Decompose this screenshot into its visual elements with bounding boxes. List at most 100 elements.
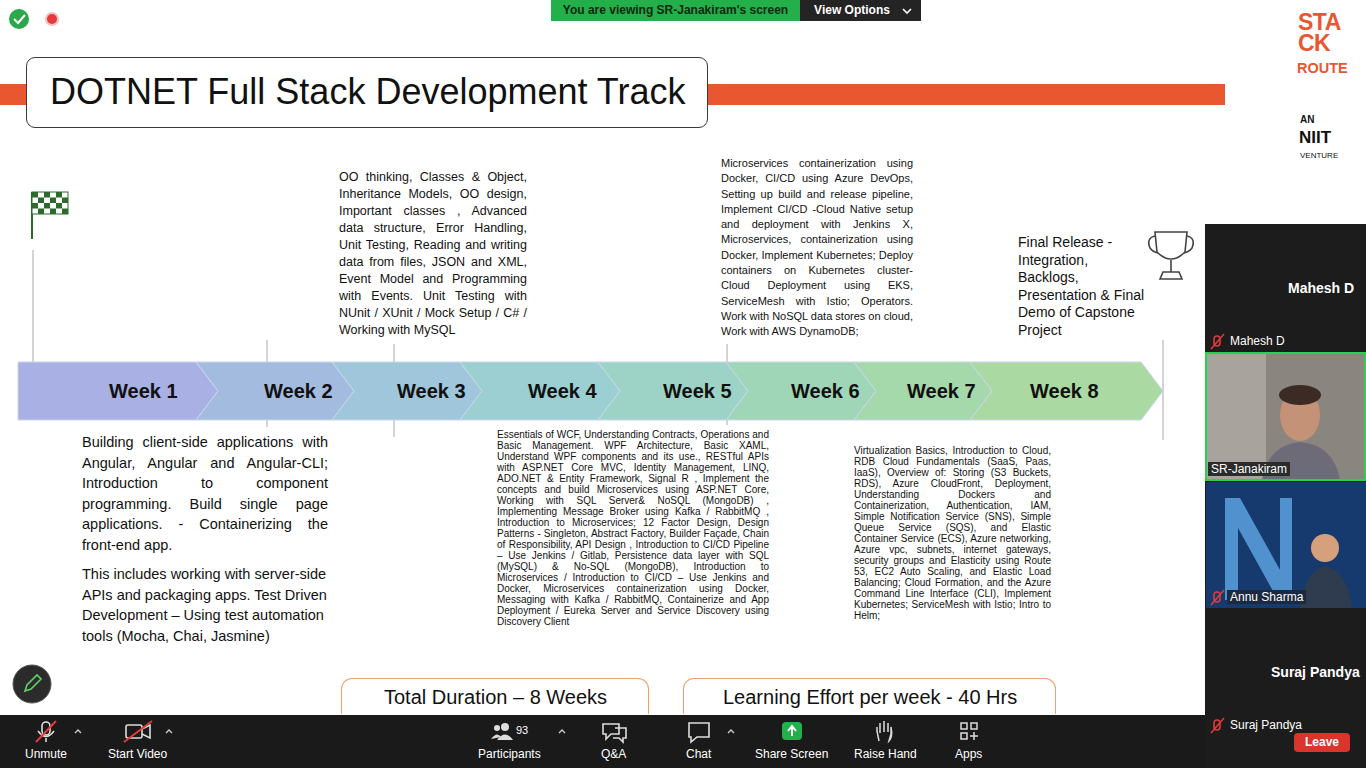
- leader-lines: [33, 250, 34, 362]
- week-chevron: Week 8: [970, 362, 1163, 420]
- participant-name: Mahesh D: [1288, 280, 1354, 296]
- leave-button: [1294, 733, 1350, 752]
- start-flag: [38, 209, 44, 215]
- mic-icon: [36, 721, 56, 742]
- window-icons: [9, 9, 58, 29]
- window-icons: [9, 9, 29, 29]
- title-box: DOTNET Full Stack Development Track: [26, 57, 708, 128]
- participant-tag: Suraj Pandya: [1227, 718, 1305, 732]
- week-topics: Essentials of WCF, Understanding Contrac…: [497, 429, 769, 627]
- toolbar: [166, 730, 172, 733]
- summary-box: Learning Effort per week - 40 Hrs: [683, 678, 1056, 714]
- toolbar-label: Unmute: [25, 747, 67, 761]
- week-label: Week 2: [264, 380, 333, 403]
- week-topics: Virtualization Basics, Introduction to C…: [854, 445, 1051, 621]
- week-label: Week 3: [397, 380, 466, 403]
- qa-icon: [603, 724, 619, 739]
- muted-mic-icons: [1211, 718, 1224, 733]
- viewing-banner: [800, 0, 921, 21]
- week-topics: Final Release - Integration, Backlogs, P…: [1018, 234, 1146, 339]
- chat-icon: [689, 723, 709, 742]
- leader-lines: [33, 250, 1163, 440]
- start-flag: [62, 209, 68, 215]
- summary-text: Total Duration – 8 Weeks: [384, 686, 607, 709]
- video-tile: [1206, 482, 1366, 608]
- banner-text: You are viewing SR-Janakiram's screen: [551, 3, 800, 17]
- video-tile: [1225, 498, 1292, 600]
- pencil-button: [13, 665, 51, 703]
- start-flag: [50, 198, 56, 204]
- apps-icon: [961, 733, 967, 739]
- video-tile: [1206, 482, 1366, 608]
- apps-icon: [961, 723, 967, 729]
- logo-small: AN: [1300, 114, 1314, 125]
- share-icon: [788, 726, 796, 736]
- mic-icon: [45, 738, 47, 742]
- participant-tag: Annu Sharma: [1227, 590, 1306, 604]
- week-chevron: Week 7: [854, 362, 992, 420]
- week-topics: This includes working with server-side A…: [82, 564, 328, 646]
- qa-icon: [603, 724, 626, 742]
- chevron-fill: [854, 362, 992, 420]
- toolbar-label: Apps: [955, 747, 982, 761]
- video-tile: [1206, 353, 1366, 480]
- chevron-fill: [196, 362, 354, 420]
- participants-icon: [494, 725, 500, 731]
- week-label: Week 6: [791, 380, 860, 403]
- week-topics: OO thinking, Classes & Object, Inheritan…: [339, 169, 527, 339]
- viewing-banner: [551, 0, 800, 21]
- toolbar: [559, 730, 565, 733]
- summary-box: Total Duration – 8 Weeks: [341, 678, 649, 714]
- pencil-button: [25, 675, 41, 691]
- trophy-icon: [1149, 236, 1158, 253]
- logo-word: STACK: [1298, 12, 1346, 54]
- participant-tag: SR-Janakiram: [1208, 462, 1290, 476]
- chevron-fill: [18, 362, 218, 420]
- week-chevron: Week 4: [460, 362, 620, 420]
- hand-icon: [877, 721, 892, 741]
- window-icons: [46, 13, 58, 25]
- chat-icon: [689, 723, 709, 742]
- toolbar-label: Raise Hand: [854, 747, 917, 761]
- viewing-banner: [903, 9, 911, 13]
- week-chevron: Week 1: [18, 362, 218, 420]
- chevron-fill: [726, 362, 876, 420]
- slide-title: DOTNET Full Stack Development Track: [50, 71, 686, 113]
- start-flag: [50, 209, 56, 215]
- week-chevron: Week 6: [726, 362, 876, 420]
- apps-icon: [971, 723, 977, 729]
- participant-name: Suraj Pandya: [1271, 664, 1360, 680]
- week-chevron: Week 3: [332, 362, 482, 420]
- start-flag: [44, 203, 50, 209]
- share-icon: [782, 722, 802, 740]
- week-topics: Building client-side applications with A…: [82, 432, 328, 555]
- hand-icon: [877, 721, 892, 741]
- logo-word: NIIT: [1299, 128, 1331, 148]
- start-flag: [32, 192, 68, 239]
- participants-icon: [501, 723, 509, 731]
- toolbar-label: Start Video: [108, 747, 167, 761]
- start-flag: [32, 192, 38, 198]
- trophy-icon: [1184, 236, 1193, 253]
- mic-icon: [36, 721, 56, 742]
- video-tile: [1206, 353, 1366, 480]
- week-label: Week 4: [528, 380, 597, 403]
- toolbar: [728, 730, 734, 733]
- window-icons: [14, 15, 25, 23]
- video-tile: [1206, 353, 1266, 480]
- week-topics: Microservices containerization using Doc…: [721, 156, 913, 339]
- logo-word: ROUTE: [1297, 60, 1348, 76]
- start-flag: [62, 198, 68, 204]
- start-flag: [32, 203, 38, 209]
- trophy-icon: [1170, 260, 1172, 272]
- week-label: Week 8: [1030, 380, 1099, 403]
- video-tile: [1279, 385, 1321, 405]
- chevron-fill: [598, 362, 748, 420]
- chevron-fill: [970, 362, 1163, 420]
- muted-mic-icons: [1211, 334, 1224, 349]
- toolbar: [75, 730, 81, 733]
- muted-mic-icons: [1211, 334, 1224, 733]
- start-flag: [56, 192, 62, 198]
- video-tile: [1206, 353, 1365, 480]
- video-panel: [1205, 224, 1366, 768]
